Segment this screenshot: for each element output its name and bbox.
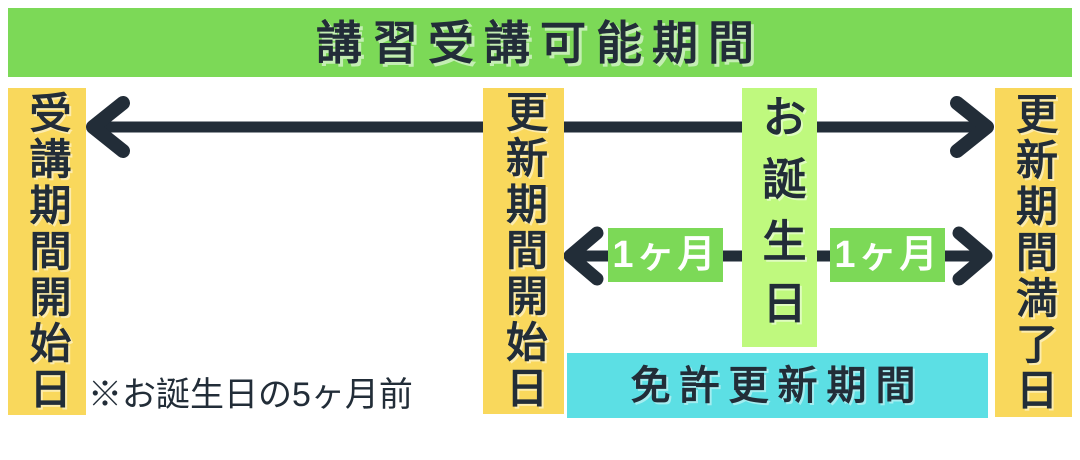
header-title: 講習受講可能期間 (316, 16, 764, 69)
birthday-label: お誕生日 (755, 93, 805, 342)
month-after-badge: 1ヶ月 (830, 228, 945, 282)
month-after-label: 1ヶ月 (834, 234, 941, 276)
renewal-period-label: 免許更新期間 (630, 363, 925, 408)
course-start-label: 受講期間開始日 (24, 90, 71, 413)
renewal-end-label: 更新期間満了日 (1010, 91, 1058, 414)
birthday-bar: お誕生日 (742, 88, 817, 347)
footnote: ※お誕生日の5ヶ月前 (88, 376, 413, 414)
arrow-head-right-icon (950, 96, 994, 158)
arrow-head-right-icon (952, 226, 993, 286)
renewal-start-bar: 更新期間開始日 (483, 88, 564, 414)
course-start-bar: 受講期間開始日 (8, 88, 86, 415)
renewal-end-bar: 更新期間満了日 (995, 88, 1072, 417)
month-before-badge: 1ヶ月 (608, 228, 723, 282)
arrow-head-left-icon (86, 96, 130, 158)
month-before-label: 1ヶ月 (612, 234, 719, 276)
arrow-head-left-icon (563, 226, 604, 286)
renewal-period-bar: 免許更新期間 (567, 353, 988, 418)
header-banner: 講習受講可能期間 (8, 8, 1072, 77)
renewal-start-label: 更新期間開始日 (500, 90, 548, 412)
